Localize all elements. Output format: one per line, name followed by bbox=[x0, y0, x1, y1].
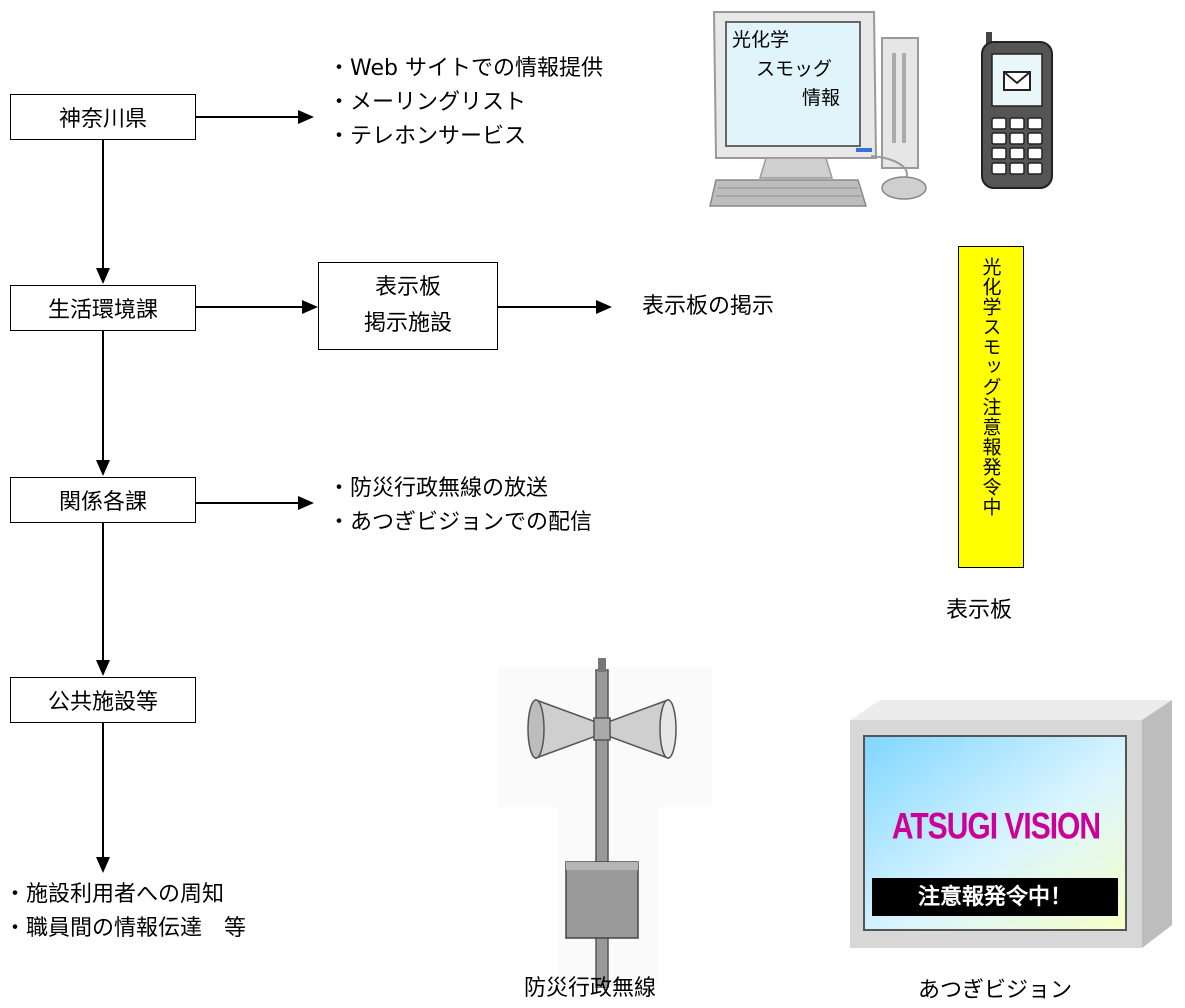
arrow-kankei-line bbox=[196, 502, 300, 504]
connector-3 bbox=[102, 523, 104, 662]
output-riyosha: ・施設利用者への周知 bbox=[4, 882, 225, 907]
vision-banner: 注意報発令中！ bbox=[917, 885, 1072, 910]
mobile-phone-icon bbox=[981, 32, 1053, 189]
speaker-pole-icon bbox=[498, 658, 712, 988]
arrow-down-2 bbox=[96, 460, 110, 476]
arrow-seikatsu-line bbox=[196, 306, 304, 308]
node-seikatsu-label: 生活環境課 bbox=[47, 298, 158, 323]
sign-board: 光化学スモッグ注意報発令中 bbox=[958, 246, 1024, 568]
arrow-kanagawa-line bbox=[196, 116, 300, 118]
connector-4 bbox=[102, 723, 104, 859]
vision-caption: あつぎビジョン bbox=[918, 978, 1073, 1003]
node-kanagawa: 神奈川県 bbox=[10, 94, 196, 140]
arrow-seikatsu-head bbox=[302, 300, 318, 314]
output-shokuin: ・職員間の情報伝達 等 bbox=[4, 916, 247, 941]
connector-1 bbox=[102, 140, 104, 270]
screen-line-1: 光化学 bbox=[732, 29, 790, 51]
output-bosai: ・防災行政無線の放送 bbox=[328, 476, 549, 501]
node-hyojiban-line2: 掲示施設 bbox=[363, 311, 452, 336]
arrow-hyojiban-line bbox=[498, 306, 598, 308]
node-hyojiban-line1: 表示板 bbox=[374, 275, 441, 300]
kankei-outputs: ・防災行政無線の放送 ・あつぎビジョンでの配信 bbox=[328, 472, 592, 540]
arrow-kankei-head bbox=[298, 496, 314, 510]
output-vision: ・あつぎビジョンでの配信 bbox=[328, 510, 593, 535]
output-hyojiban: 表示板の掲示 bbox=[642, 294, 775, 319]
sign-board-text: 光化学スモッグ注意報発令中 bbox=[979, 257, 1002, 517]
arrow-down-3 bbox=[96, 660, 110, 676]
vision-title: ATSUGI VISION bbox=[891, 805, 1101, 847]
arrow-kanagawa-head bbox=[298, 110, 314, 124]
kanagawa-outputs: ・Web サイトでの情報提供 ・メーリングリスト ・テレホンサービス bbox=[328, 52, 603, 154]
output-mailing: ・メーリングリスト bbox=[328, 90, 527, 115]
computer-icon bbox=[709, 11, 927, 207]
node-kokyo-label: 公共施設等 bbox=[47, 690, 158, 715]
arrow-down-1 bbox=[96, 268, 110, 284]
vision-display-icon bbox=[850, 700, 1172, 948]
mail-icon bbox=[1003, 71, 1031, 91]
screen-line-2: スモッグ bbox=[756, 58, 833, 80]
node-hyojiban-facility: 表示板 掲示施設 bbox=[318, 262, 498, 350]
node-kankei: 関係各課 bbox=[10, 477, 196, 523]
arrow-down-4 bbox=[96, 857, 110, 873]
output-web: ・Web サイトでの情報提供 bbox=[328, 56, 603, 81]
computer-screen-text: 光化学 スモッグ 情報 bbox=[732, 26, 840, 113]
arrow-hyojiban-head bbox=[596, 300, 612, 314]
node-kokyo: 公共施設等 bbox=[10, 677, 196, 723]
sign-caption: 表示板 bbox=[946, 598, 1013, 623]
screen-line-3: 情報 bbox=[802, 87, 841, 109]
connector-2 bbox=[102, 331, 104, 462]
kokyo-outputs: ・施設利用者への周知 ・職員間の情報伝達 等 bbox=[4, 878, 246, 946]
seikatsu-output: 表示板の掲示 bbox=[642, 290, 774, 324]
node-kankei-label: 関係各課 bbox=[58, 490, 147, 515]
node-seikatsu: 生活環境課 bbox=[10, 285, 196, 331]
node-kanagawa-label: 神奈川県 bbox=[58, 107, 147, 132]
output-tel: ・テレホンサービス bbox=[328, 124, 527, 149]
speaker-caption: 防災行政無線 bbox=[524, 976, 657, 1001]
